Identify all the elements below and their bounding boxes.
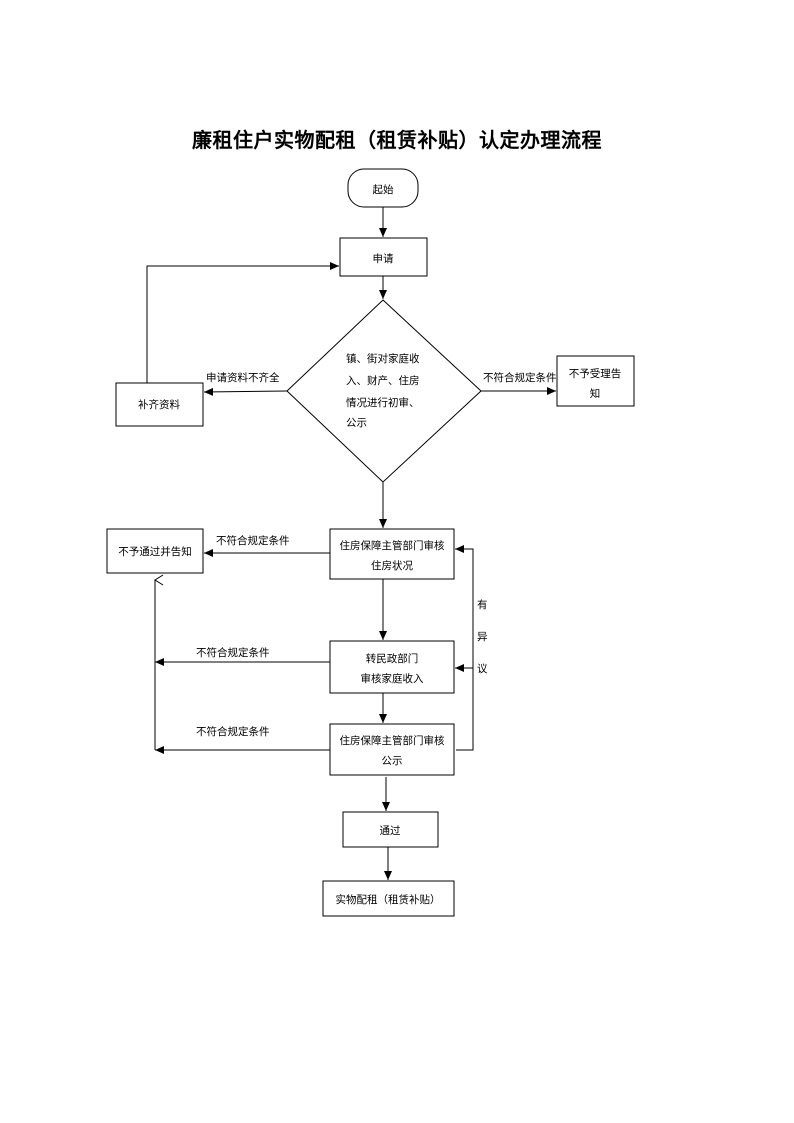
publicity-line-1: 住房保障主管部门审核 <box>340 734 445 747</box>
fail-notice-node: 不予通过并告知 <box>106 528 204 574</box>
edge-label-incomplete: 申请资料不齐全 <box>206 371 280 384</box>
page-title: 廉租住户实物配租（租赁补贴）认定办理流程 <box>192 128 602 152</box>
fail-notice-label: 不予通过并告知 <box>118 545 192 558</box>
supplement-node: 补齐资料 <box>115 382 204 427</box>
review-label-line-3: 情况进行初审、 <box>346 396 420 409</box>
supplement-label: 补齐资料 <box>138 398 180 411</box>
apply-label: 申请 <box>373 252 394 265</box>
edge-label-objection-3: 议 <box>477 663 488 675</box>
civil-review-line-2: 审核家庭收入 <box>361 672 424 685</box>
edge-label-not-qualified-3: 不符合规定条件 <box>196 646 270 659</box>
edge-supplement-apply <box>146 262 339 383</box>
reject-notice-node: 不予受理告 知 <box>556 355 635 407</box>
pass-node: 通过 <box>342 811 439 848</box>
edge-label-objection-1: 有 <box>477 598 488 611</box>
review-decision: 镇、街对家庭收 入、财产、住房 情况进行初审、 公示 <box>286 299 482 483</box>
result-label: 实物配租（租赁补贴） <box>336 893 441 906</box>
housing-review-line-1: 住房保障主管部门审核 <box>340 539 445 552</box>
reject-notice-line-2: 知 <box>590 387 601 400</box>
result-node: 实物配租（租赁补贴） <box>322 880 455 917</box>
edge-label-not-qualified-2: 不符合规定条件 <box>216 534 290 547</box>
start-label: 起始 <box>373 183 394 196</box>
edge-label-not-qualified-1: 不符合规定条件 <box>483 371 557 384</box>
edge-label-not-qualified-4: 不符合规定条件 <box>196 725 270 738</box>
housing-review-line-2: 住房状况 <box>371 559 413 572</box>
review-label-line-2: 入、财产、住房 <box>346 374 420 387</box>
publicity-node: 住房保障主管部门审核 公示 <box>329 723 455 776</box>
review-label-line-1: 镇、街对家庭收 <box>346 352 420 365</box>
edge-label-objection-2: 异 <box>477 631 488 643</box>
housing-review-node: 住房保障主管部门审核 住房状况 <box>329 528 455 580</box>
apply-node: 申请 <box>339 237 428 277</box>
publicity-line-2: 公示 <box>382 755 403 767</box>
civil-review-line-1: 转民政部门 <box>366 652 419 665</box>
reject-notice-line-1: 不予受理告 <box>569 367 622 380</box>
edge-objection-loop <box>455 545 474 751</box>
review-label-line-4: 公示 <box>346 417 367 429</box>
edge-review-supplement <box>203 387 288 396</box>
pass-label: 通过 <box>380 824 401 837</box>
start-node: 起始 <box>347 168 419 208</box>
civil-review-node: 转民政部门 审核家庭收入 <box>329 640 455 694</box>
